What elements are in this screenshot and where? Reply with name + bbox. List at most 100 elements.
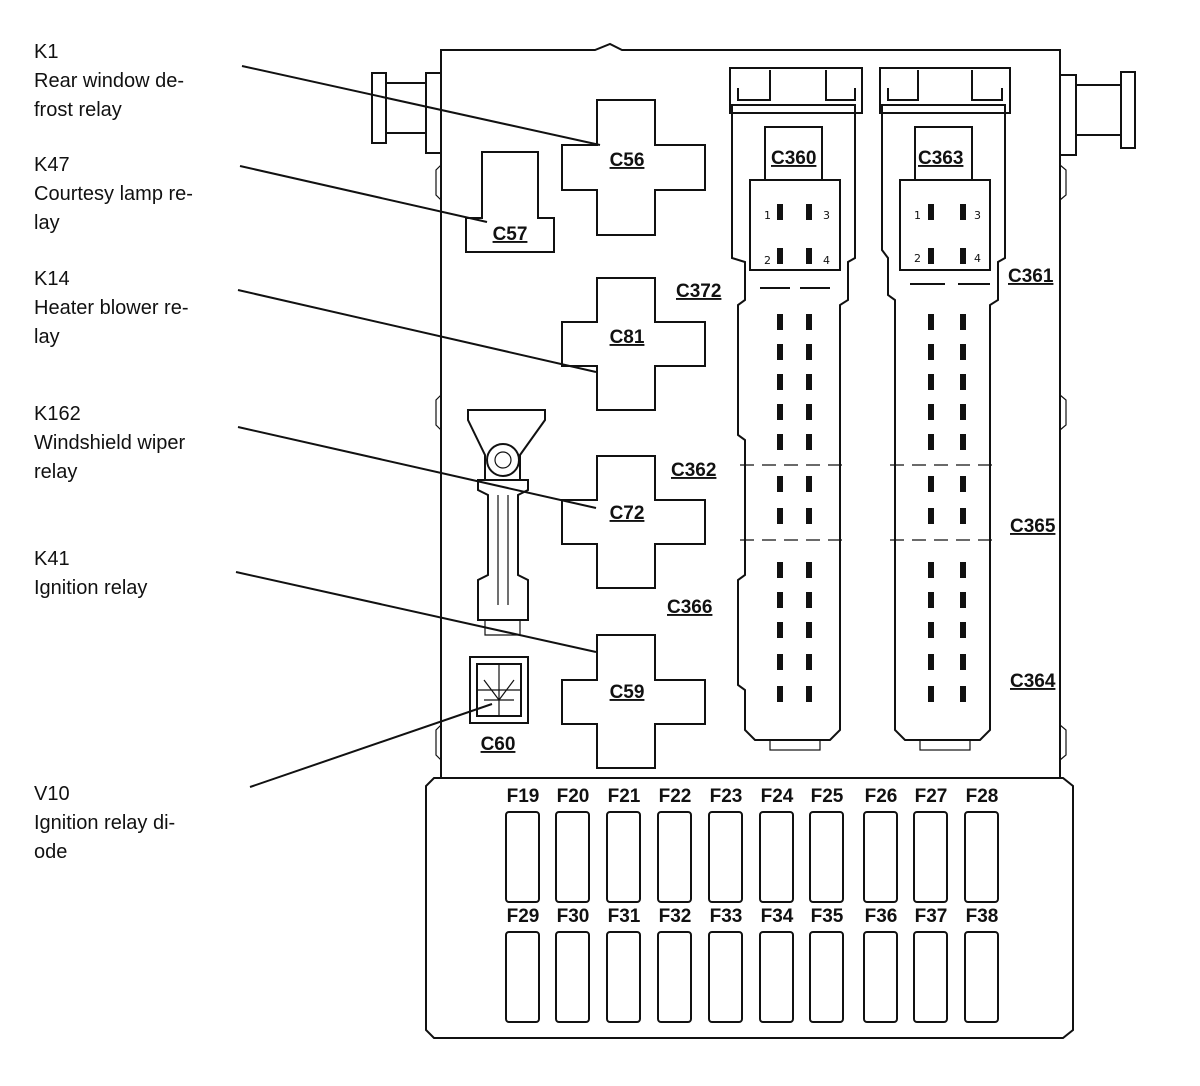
relay-socket-c81-label: C81 [610,327,645,348]
connector-block-left-header-pin [777,248,783,264]
relay-socket-c59: C59 [561,634,706,769]
fuse-slot [555,811,590,903]
connector-block-right-pin [928,592,934,608]
diode-socket-c60: C60 [469,656,529,755]
connector-block-right-pin [928,344,934,360]
connector-block-right-pin-3-label: 3 [974,209,981,222]
fuse-label: F33 [710,906,743,927]
left-mount-tab-inner [425,72,442,154]
fuse-slot [863,811,898,903]
connector-label-c372: C372 [676,281,721,302]
fuse-f29: F29 [505,906,540,1023]
fuse-f23: F23 [708,786,743,903]
label-k162-line2: relay [34,461,77,483]
fuse-f35: F35 [809,906,844,1023]
connector-block-left-pin [777,434,783,450]
connector-block-left-pin [806,562,812,578]
connector-block-left-outline [731,104,856,741]
connector-block-left-top-notch [737,70,856,101]
connector-block-right-pin [960,476,966,492]
housing-bump-5 [1059,394,1067,431]
fuse-slot [708,811,743,903]
label-v10-line2: ode [34,841,67,863]
connector-block-left-pin-1-label: 1 [764,209,771,222]
connector-block-left-pin [806,434,812,450]
connector-block-right-pin [928,404,934,420]
connector-block-right-header-pin [928,204,934,220]
fuse-label: F20 [557,786,590,807]
relay-socket-c81: C81 [561,277,706,411]
fuse-slot [863,931,898,1023]
fuse-f30: F30 [555,906,590,1023]
fuse-slot [913,931,948,1023]
connector-block-left-pin [806,404,812,420]
connector-block-left-pin-3-label: 3 [823,209,830,222]
fuse-label: F26 [865,786,898,807]
component-labels: K1 Rear window de- frost relay K47 Court… [34,41,193,863]
fuse-f33: F33 [708,906,743,1023]
connector-block-right-pin [960,592,966,608]
connector-block-right-header [899,179,991,271]
connector-block-right-pin [928,622,934,638]
fuse-label: F35 [811,906,844,927]
relay-socket-c72: C72 [561,455,706,589]
connector-block-left-header [749,179,841,271]
fuse-slot [657,811,692,903]
connector-block-left-pin [806,508,812,524]
connector-block-left-pin [777,404,783,420]
relay-socket-c81-shape [561,277,706,411]
connector-block-left-pin [777,374,783,390]
relay-socket-c56: C56 [561,99,706,236]
connector-block-right-pin [960,404,966,420]
label-k47-line2: lay [34,212,60,234]
connector-block-left-pin [777,508,783,524]
connector-block-left-pin [806,314,812,330]
fuse-slot [555,931,590,1023]
fuse-f38: F38 [964,906,999,1023]
fuse-slot [759,811,794,903]
fuse-f31: F31 [606,906,641,1023]
connector-block-left-pin [777,654,783,670]
fuse-puller-icon [467,409,546,636]
fuse-slot [809,811,844,903]
fuse-label: F37 [915,906,948,927]
fuse-f20: F20 [555,786,590,903]
housing-bump-2 [435,394,442,431]
label-k47: K47 Courtesy lamp re- lay [34,154,193,234]
housing-bump-6 [1059,724,1067,761]
connector-block-left-header-pin [806,204,812,220]
label-k47-code: K47 [34,154,70,176]
leader-line-k1 [241,65,601,146]
label-k14: K14 Heater blower re- lay [34,268,189,348]
connector-block-left-pin [806,654,812,670]
connector-block-right-pin [928,434,934,450]
diode-symbol-icon [483,679,515,701]
fuse-label: F22 [659,786,692,807]
relay-socket-c72-label: C72 [610,503,645,524]
fuse-f19: F19 [505,786,540,903]
fuse-slot [505,811,540,903]
label-k14-line1: Heater blower re- [34,297,189,319]
fuse-f32: F32 [657,906,692,1023]
connector-block-left-pins [777,204,812,702]
fuse-f21: F21 [606,786,641,903]
connector-block-left-pin [777,622,783,638]
fuse-slot [964,931,999,1023]
connector-block-right-pin [928,374,934,390]
relay-socket-c56-shape [561,99,706,236]
connector-label-c366: C366 [667,597,712,618]
connector-block-left-foot [769,739,821,751]
relay-socket-c72-shape [561,455,706,589]
connector-block-right-pin [960,374,966,390]
leader-line-k41 [235,571,597,653]
fuse-label: F23 [710,786,743,807]
connector-block-left-pin [806,686,812,702]
leader-line-k14 [237,289,597,373]
connector-block-right-pin [960,344,966,360]
relay-sockets: C56 C57 C81 C72 C59 C60 [465,99,706,769]
label-k41-line1: Ignition relay [34,577,147,599]
fuse-f37: F37 [913,906,948,1023]
label-k41: K41 Ignition relay [34,548,147,599]
fuse-f27: F27 [913,786,948,903]
